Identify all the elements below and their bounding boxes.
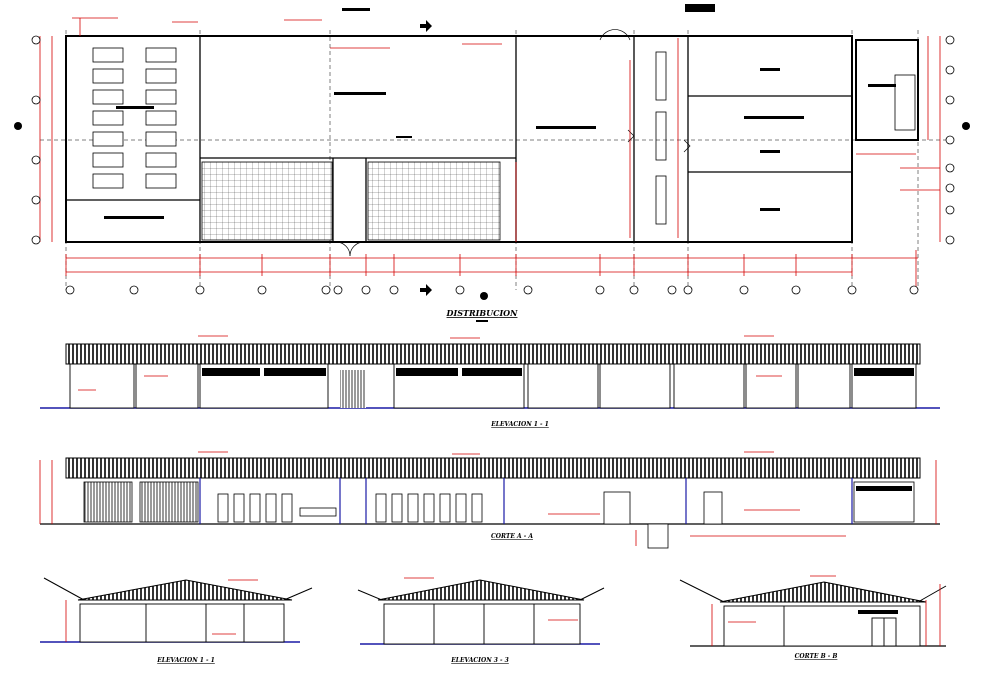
elevation-1-1-long: ELEVACION 1 - 1 bbox=[40, 335, 940, 428]
sanitary-area-left bbox=[201, 161, 333, 241]
view-title-elevacion-1-1-side: ELEVACION 1 - 1 bbox=[156, 657, 215, 664]
floor-plan: DISTRIBUCION bbox=[14, 4, 970, 322]
grid-axis-bubbles-side bbox=[31, 35, 955, 245]
view-title-corte-a-a: CORTE A - A bbox=[491, 533, 533, 540]
plan-title: DISTRIBUCION bbox=[446, 308, 519, 318]
section-marker-icon bbox=[14, 20, 970, 300]
section-b-b: CORTE B - B bbox=[679, 575, 947, 660]
view-title-corte-b-b: CORTE B - B bbox=[795, 653, 838, 660]
section-a-a: CORTE A - A bbox=[39, 451, 940, 549]
view-title-elevacion-1-1: ELEVACION 1 - 1 bbox=[490, 421, 549, 428]
grid-axis-bubbles-bottom bbox=[65, 285, 919, 295]
sanitary-area-right bbox=[367, 161, 501, 241]
locker-grid bbox=[92, 47, 177, 189]
view-title-elevacion-3-3: ELEVACION 3 - 3 bbox=[450, 657, 509, 664]
elevation-1-1-short: ELEVACION 1 - 1 bbox=[40, 577, 313, 664]
elevation-3-3: ELEVACION 3 - 3 bbox=[357, 577, 605, 664]
